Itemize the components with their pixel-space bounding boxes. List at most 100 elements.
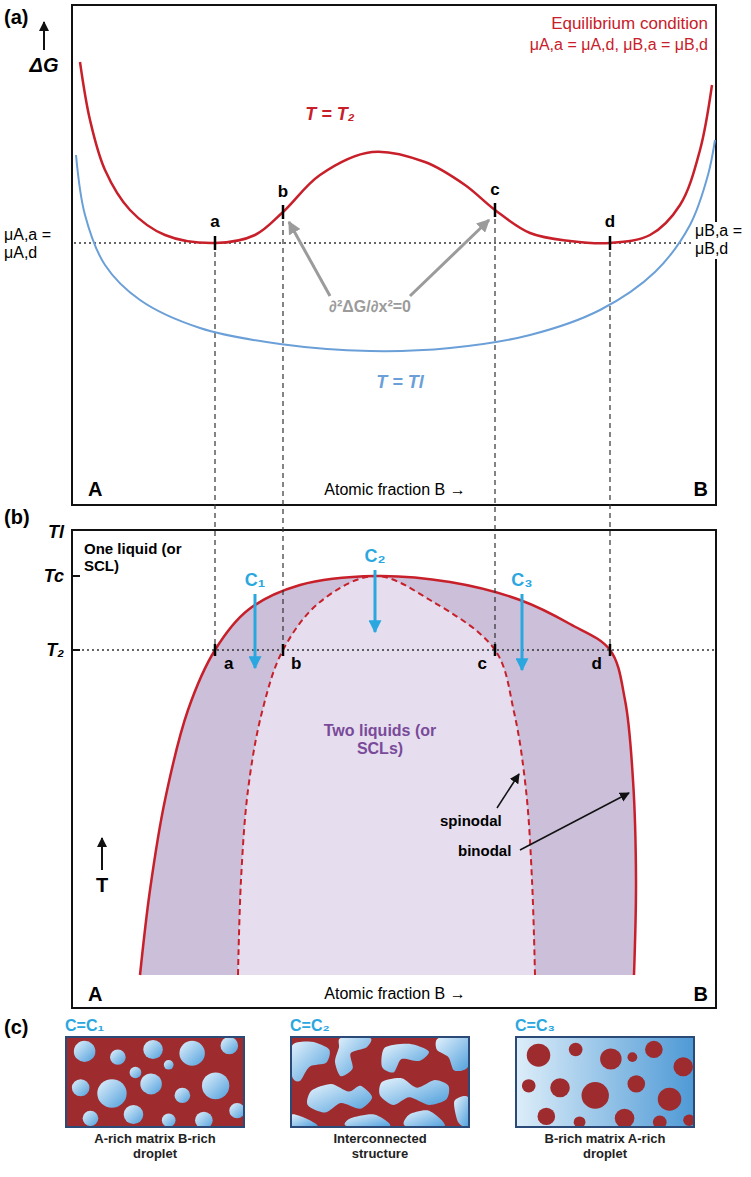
temperature-label: Tl (48, 522, 64, 543)
projection-line (282, 212, 283, 650)
matrix (67, 1038, 243, 1126)
point-tick (494, 203, 497, 217)
composition-heading: C=C₁ (65, 1016, 245, 1036)
point-tick (282, 644, 285, 656)
point-label: c (478, 654, 487, 674)
cooling-arrow (254, 594, 257, 668)
droplet (179, 1041, 204, 1066)
cooling-arrow (374, 570, 377, 632)
point-label: a (224, 654, 233, 674)
structure-caption: B-rich matrix A-rich droplet (544, 1131, 666, 1161)
droplet (110, 1049, 126, 1064)
axis-tick (72, 649, 80, 651)
axis-label: ΔG (30, 54, 59, 77)
point-tick (494, 644, 497, 656)
droplet (83, 1111, 99, 1126)
region-label: Two liquids (or SCLs) (305, 722, 455, 759)
point-tick (609, 644, 612, 656)
point-label: d (605, 212, 615, 232)
microstructure-picture (67, 1038, 243, 1126)
droplet (538, 1108, 556, 1125)
interconnected-phase (454, 1096, 468, 1126)
binodal-curve (140, 576, 636, 975)
microstructure-box (65, 1036, 245, 1128)
panel-label: (a) (4, 6, 28, 29)
axis-label: T (96, 874, 108, 897)
droplet (550, 1078, 570, 1097)
interconnected-phase (381, 1044, 429, 1073)
droplet (164, 1060, 174, 1070)
potential-label: μA,a = μA,d (4, 226, 70, 263)
interconnected-phase (345, 1114, 391, 1126)
droplet (627, 1052, 637, 1062)
axis-label: Atomic fraction B → (324, 481, 465, 499)
point-tick (214, 236, 217, 250)
point-label: a (210, 212, 219, 232)
cooling-arrow (521, 594, 524, 670)
droplet (615, 1109, 635, 1126)
interconnected-phase (379, 1078, 449, 1105)
microstructure-picture (292, 1038, 468, 1126)
interconnected-phase (292, 1114, 318, 1126)
droplet (600, 1049, 622, 1070)
droplet (162, 1114, 176, 1126)
structure-caption: A-rich matrix B-rich droplet (94, 1131, 216, 1161)
interconnected-phase (335, 1038, 371, 1076)
pointer-arrow (289, 222, 330, 296)
point-label: b (291, 654, 301, 674)
composition-label: C₁ (245, 570, 265, 591)
region-label: One liquid (or SCL) (84, 540, 184, 575)
droplet (72, 1079, 90, 1096)
interconnected-phase (307, 1084, 372, 1113)
projection-line (214, 243, 215, 650)
panel-frame (72, 5, 716, 505)
axis-tick (72, 575, 80, 577)
droplet (627, 1075, 645, 1092)
microstructure-picture (517, 1038, 693, 1126)
structure-caption: Interconnected structure (319, 1131, 441, 1161)
axis-end: A (88, 478, 102, 501)
droplet (143, 1040, 163, 1059)
condition-title: Equilibrium condition (551, 14, 708, 34)
curve-label: T = Tl (376, 372, 424, 393)
droplet (653, 1115, 667, 1126)
droplet (658, 1088, 681, 1111)
point-label: d (592, 654, 602, 674)
projection-line (494, 210, 495, 650)
point-tick (214, 644, 217, 656)
droplet (221, 1038, 239, 1054)
droplet (582, 1082, 609, 1109)
axis-end: B (694, 983, 708, 1006)
panel-frame (72, 530, 716, 1008)
composition-heading: C=C₂ (290, 1016, 470, 1036)
droplet (140, 1073, 162, 1094)
interconnected-phase (404, 1110, 445, 1126)
composition-heading: C=C₃ (515, 1016, 695, 1036)
droplet (673, 1057, 693, 1076)
microstructure-panel: C=C₂ Interconnected structure (290, 1016, 470, 1161)
temperature-label: T₂ (46, 640, 64, 661)
droplet (574, 1116, 586, 1126)
composition-label: C₃ (511, 570, 532, 591)
droplet (130, 1067, 142, 1078)
microstructure-panel: C=C₃ B-rich matrix A-rich droplet (515, 1016, 695, 1161)
illustration (44, 5, 716, 1008)
axis-label: Atomic fraction B → (324, 985, 465, 1003)
microstructure-panel: C=C₁ A-rich matrix B-rich droplet (65, 1016, 245, 1161)
droplet (97, 1079, 126, 1108)
point-tick (609, 236, 612, 250)
leader-arrow (497, 774, 519, 808)
axis-arrow (43, 22, 45, 50)
point-label: c (490, 180, 499, 200)
isotherm-line (72, 649, 716, 650)
curve-name: spinodal (440, 812, 502, 829)
droplet (527, 1044, 550, 1067)
interconnected-phase (436, 1038, 468, 1071)
droplet (74, 1041, 96, 1062)
interconnected-phase (292, 1042, 330, 1082)
microstructure-box (515, 1036, 695, 1128)
potential-label: μB,a = μB,d (694, 222, 748, 259)
droplet (645, 1041, 663, 1058)
